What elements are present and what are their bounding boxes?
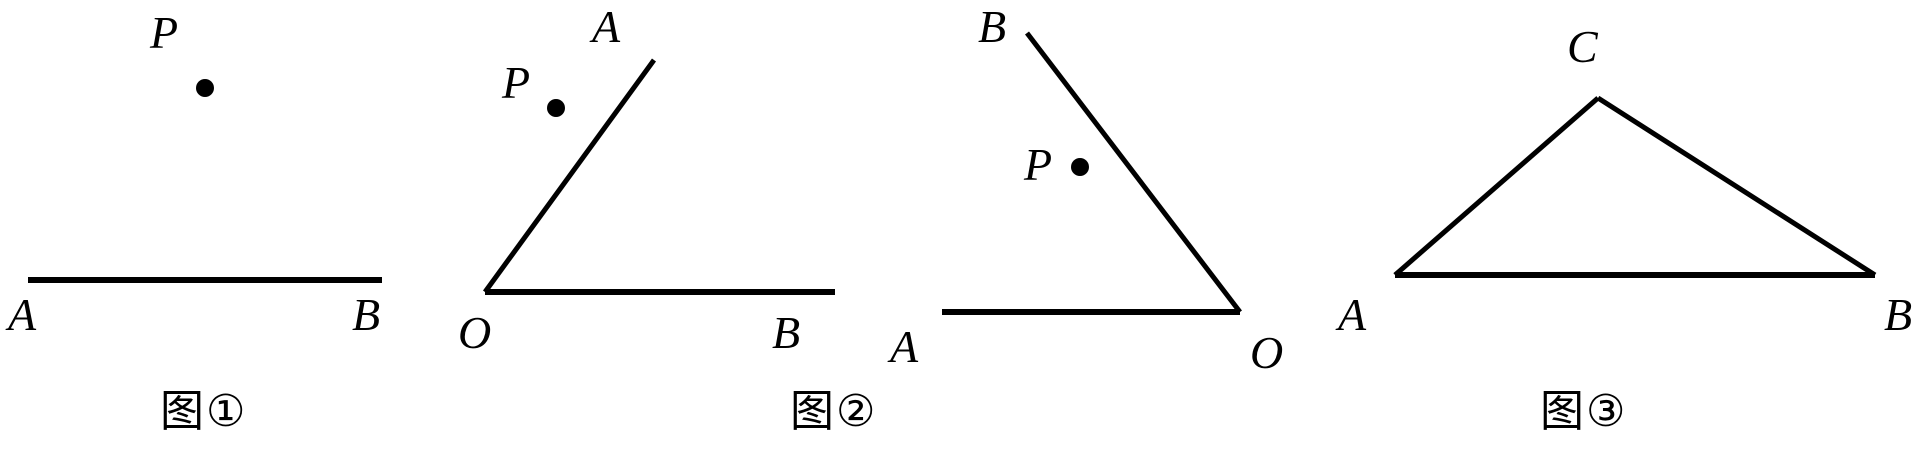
figure-1-label-P: P bbox=[149, 7, 178, 58]
figure-4-label-A: A bbox=[1335, 289, 1367, 340]
point-P-dot bbox=[196, 79, 214, 97]
figure-4-group: C A B bbox=[1335, 21, 1912, 340]
figure-3-label-P: P bbox=[1023, 139, 1052, 190]
figure-4-label-C: C bbox=[1567, 21, 1599, 72]
ray-OB bbox=[1025, 31, 1242, 314]
figure-3-label-A: A bbox=[887, 321, 919, 372]
figure-2-label-A: A bbox=[589, 1, 621, 52]
figure-2-label-B: B bbox=[772, 307, 800, 358]
figure-3-label-B: B bbox=[978, 1, 1006, 52]
caption-figure-3: 图③ bbox=[1540, 386, 1628, 437]
side-CB bbox=[1596, 95, 1877, 278]
figure-3-group: P B A O bbox=[887, 1, 1283, 378]
figure-2-label-P: P bbox=[501, 57, 530, 108]
point-P-dot bbox=[547, 99, 565, 117]
figure-1-label-B: B bbox=[352, 289, 380, 340]
caption-figure-1: 图① bbox=[160, 386, 248, 437]
side-AC bbox=[1393, 96, 1600, 277]
figure-1-group: P A B bbox=[5, 7, 382, 340]
point-P-dot bbox=[1071, 158, 1089, 176]
caption-figure-2: 图② bbox=[790, 386, 878, 437]
figure-1-label-A: A bbox=[5, 289, 37, 340]
figure-3-label-O: O bbox=[1250, 327, 1283, 378]
figure-2-group: P A O B bbox=[458, 1, 835, 358]
ray-OA bbox=[482, 58, 657, 294]
figure-4-label-B: B bbox=[1884, 289, 1912, 340]
figure-2-label-O: O bbox=[458, 307, 491, 358]
